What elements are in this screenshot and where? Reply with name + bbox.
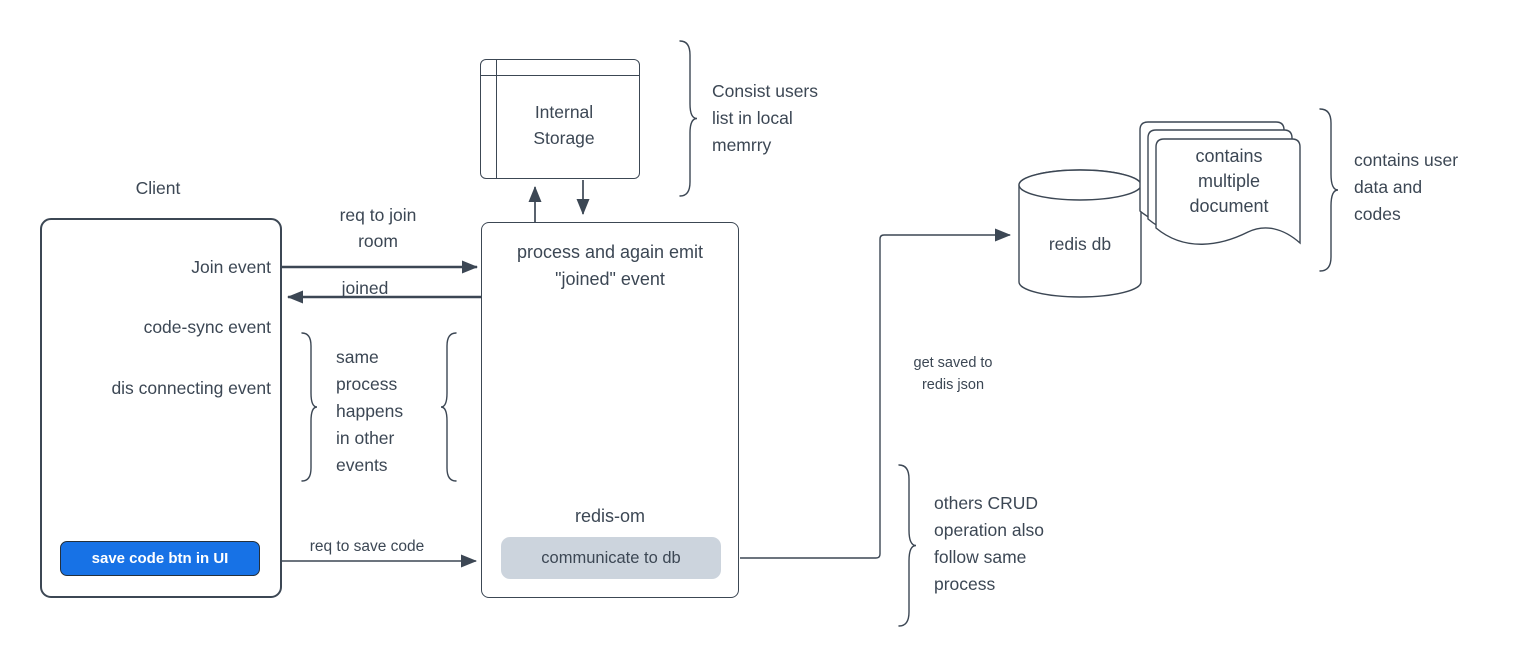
redis-om-label: redis-om [574, 506, 645, 526]
client-event-code-sync: code-sync event [143, 317, 271, 337]
note-internal-storage: Consist users list in local memrry [712, 81, 819, 155]
client-event-join: Join event [191, 257, 271, 277]
redis-db-label: redis db [1048, 234, 1112, 254]
process-title: process and again emit "joined" event [516, 242, 704, 289]
client-title: Client [135, 178, 181, 198]
brace-documents-note [1319, 108, 1339, 272]
documents-label: contains multiple document [1189, 146, 1269, 216]
communicate-to-db-box [501, 537, 721, 579]
client-event-disconnecting: dis connecting event [111, 378, 271, 398]
process-box [481, 222, 739, 598]
label-req-to-join-room: req to join room [339, 205, 417, 251]
internal-storage-side-line [496, 60, 497, 178]
internal-storage-header-line [481, 75, 639, 76]
connector-to-redis [740, 228, 1011, 559]
brace-same-process-left [301, 332, 318, 482]
save-code-button[interactable]: save code btn in UI [60, 541, 260, 576]
communicate-to-db-label: communicate to db [541, 549, 681, 567]
redis-cylinder [1018, 169, 1142, 298]
label-get-saved: get saved to redis json [913, 355, 993, 393]
note-same-process: same process happens in other events [336, 347, 404, 475]
internal-storage-box [480, 59, 640, 179]
documents-shape [1139, 121, 1301, 245]
label-req-to-save-code: req to save code [309, 538, 425, 555]
label-joined: joined [341, 278, 389, 298]
internal-storage-label: Internal Storage [533, 102, 595, 148]
client-box [40, 218, 282, 598]
brace-same-process-right [440, 332, 457, 482]
brace-crud-note [898, 464, 917, 627]
note-crud: others CRUD operation also follow same p… [934, 493, 1044, 594]
brace-storage-note [679, 40, 698, 197]
note-user-data: contains user data and codes [1354, 150, 1459, 224]
